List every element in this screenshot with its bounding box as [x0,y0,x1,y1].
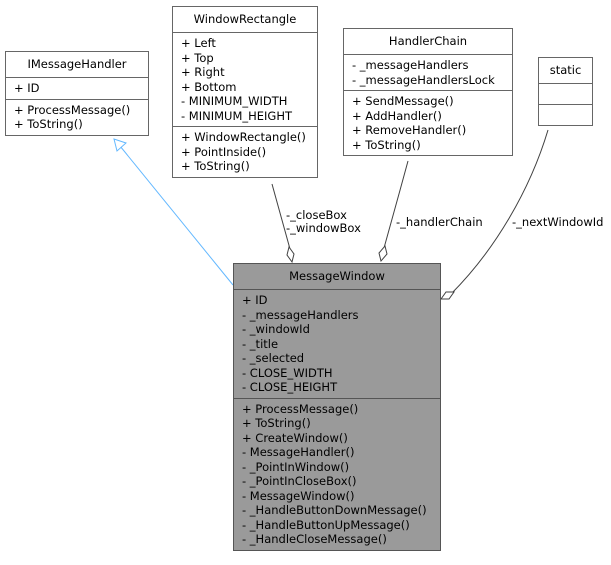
class-member: + ToString() [181,159,250,173]
class-handlerchain[interactable]: HandlerChain - _messageHandlers- _messag… [343,28,513,156]
class-member: + ID [14,81,40,95]
handlerchain-aggregation-diamond-icon [378,244,388,263]
class-title: static [539,58,592,84]
edge-label-line: -_nextWindowId [512,215,604,229]
class-member: + PointInside() [181,144,267,159]
class-attributes-empty [539,84,592,104]
class-member: + RemoveHandler() [352,123,467,137]
class-member: + ToString() [14,117,83,131]
class-member: - MessageWindow() [242,488,355,503]
class-member: - MessageHandler() [242,445,355,459]
class-member: + AddHandler() [352,108,442,123]
class-operations: + ProcessMessage()+ ToString()+ CreateWi… [234,397,440,550]
class-member: - MINIMUM_HEIGHT [181,108,293,123]
class-member: + SendMessage() [352,94,454,108]
class-member: + ToString() [242,416,311,430]
class-member: - _windowId [242,322,310,336]
class-member: - _messageHandlers [242,307,359,322]
class-member: + WindowRectangle() [181,130,306,144]
class-operations-empty [539,104,592,125]
class-member: - _HandleCloseMessage() [242,532,387,546]
class-member: - _HandleButtonDownMessage() [242,503,427,517]
class-attributes: + Left+ Top+ Right+ Bottom- MINIMUM_WIDT… [173,33,317,126]
windowrectangle-association-edge [271,183,291,250]
class-attributes: + ID [6,78,148,99]
class-windowrectangle[interactable]: WindowRectangle + Left+ Top+ Right+ Bott… [172,6,318,178]
class-member: + ProcessMessage() [14,102,131,117]
class-member: + ToString() [352,137,421,152]
class-attributes: + ID- _messageHandlers- _windowId- _titl… [234,290,440,398]
class-attributes: - _messageHandlers- _messageHandlersLock [344,55,512,90]
class-member: - MINIMUM_WIDTH [181,94,288,108]
class-member: + Top [181,50,214,65]
class-member: - _HandleButtonUpMessage() [242,517,410,532]
class-member: + ProcessMessage() [242,401,359,416]
class-member: - _selected [242,351,305,365]
windowrectangle-aggregation-diamond-icon [286,245,295,264]
class-member: + Right [181,65,225,79]
class-title: MessageWindow [234,264,440,290]
class-title: HandlerChain [344,29,512,55]
class-member: + Bottom [181,79,237,94]
edge-label-line: -_handlerChain [396,215,483,229]
class-member: - _title [242,336,279,351]
edge-label-windowrectangle: -_closeBox -_windowBox [286,209,361,235]
class-title: IMessageHandler [6,52,148,78]
edge-label-line: -_closeBox [286,208,347,222]
edge-label-handlerchain: -_handlerChain [396,216,483,229]
static-aggregation-diamond-icon [440,291,455,300]
static-association-edge [450,129,549,295]
class-static[interactable]: static [538,57,593,126]
class-member: - _PointInCloseBox() [242,474,357,488]
edge-label-static: -_nextWindowId [512,216,603,229]
class-title: WindowRectangle [173,7,317,33]
class-operations: + ProcessMessage()+ ToString() [6,98,148,135]
class-member: - _PointInWindow() [242,459,350,474]
edge-label-line: -_windowBox [286,221,361,235]
class-operations: + SendMessage()+ AddHandler()+ RemoveHan… [344,90,512,155]
class-member: - CLOSE_HEIGHT [242,380,338,394]
class-member: + Left [181,36,216,50]
handlerchain-association-edge [383,160,409,249]
class-member: - _messageHandlersLock [352,72,495,87]
inheritance-edge [119,145,234,286]
class-messagewindow[interactable]: MessageWindow + ID- _messageHandlers- _w… [233,263,441,551]
class-member: - CLOSE_WIDTH [242,365,333,380]
class-member: + CreateWindow() [242,430,348,445]
class-member: - _messageHandlers [352,58,469,72]
class-operations: + WindowRectangle()+ PointInside()+ ToSt… [173,126,317,177]
inheritance-arrowhead-icon [113,138,127,152]
class-imessagehandler[interactable]: IMessageHandler + ID + ProcessMessage()+… [5,51,149,136]
class-member: + ID [242,293,268,307]
